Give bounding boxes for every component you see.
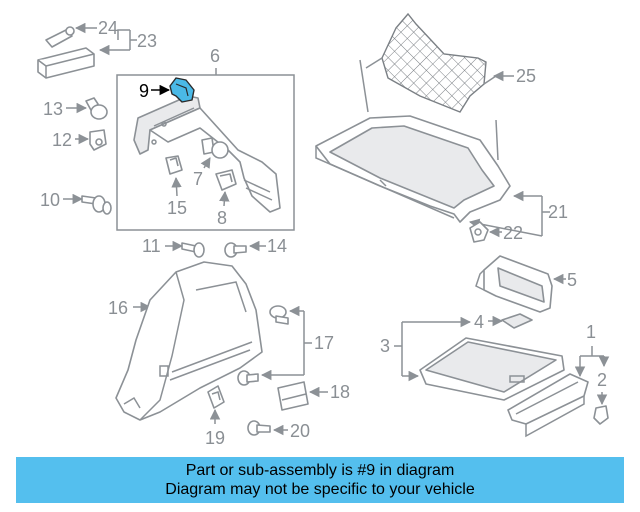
callout-25: 25 — [516, 66, 536, 86]
parts-diagram: 24 23 13 12 10 6 9 — [37, 12, 610, 448]
callout-4: 4 — [474, 312, 484, 332]
part-3-floor-board[interactable] — [419, 337, 565, 401]
part-14-screw[interactable] — [224, 242, 247, 258]
callout-8: 8 — [217, 208, 227, 228]
part-2-clip[interactable] — [593, 405, 609, 425]
callout-9: 9 — [139, 81, 149, 101]
callout-6: 6 — [210, 46, 220, 66]
part-17-clip-a[interactable] — [269, 305, 289, 325]
part-5-tray[interactable] — [475, 255, 553, 313]
part-13-clip[interactable] — [85, 97, 108, 120]
part-19-cover[interactable] — [207, 385, 225, 409]
part-1-sill-plate[interactable] — [507, 373, 589, 438]
callout-7: 7 — [193, 169, 203, 189]
callout-13: 13 — [43, 99, 63, 119]
banner-line-1: Part or sub-assembly is #9 in diagram — [185, 462, 455, 479]
info-banner: Part or sub-assembly is #9 in diagram Di… — [16, 457, 624, 503]
callout-19: 19 — [205, 428, 225, 448]
part-7-clip[interactable] — [201, 137, 229, 159]
part-25-cargo-net[interactable] — [359, 12, 499, 161]
part-4-pad[interactable] — [501, 313, 533, 329]
callout-24: 24 — [98, 18, 118, 38]
callout-20: 20 — [290, 421, 310, 441]
banner-line-2: Diagram may not be specific to your vehi… — [165, 481, 475, 498]
callout-1: 1 — [586, 322, 596, 342]
part-9-bracket[interactable] — [169, 77, 195, 103]
part-23-lamp[interactable] — [37, 47, 95, 79]
part-16-quarter-trim[interactable] — [115, 261, 263, 421]
callout-22: 22 — [503, 223, 523, 243]
callout-14: 14 — [267, 236, 287, 256]
part-24-bulb[interactable] — [45, 26, 75, 48]
callout-23: 23 — [137, 31, 157, 51]
callout-17: 17 — [314, 333, 334, 353]
callout-16: 16 — [108, 298, 128, 318]
callout-21: 21 — [548, 202, 568, 222]
part-20-screw[interactable] — [247, 420, 271, 436]
callout-10: 10 — [40, 190, 60, 210]
callout-15: 15 — [167, 198, 187, 218]
callout-11: 11 — [142, 236, 161, 256]
callout-3: 3 — [380, 336, 390, 356]
callout-2: 2 — [597, 370, 607, 390]
part-15-clip[interactable] — [165, 155, 183, 175]
part-11-screw[interactable] — [181, 242, 205, 258]
part-17-clip-b[interactable] — [237, 370, 259, 386]
part-8-clip[interactable] — [215, 169, 237, 191]
callout-12: 12 — [52, 130, 72, 150]
callout-18: 18 — [330, 382, 350, 402]
part-21-cargo-cover[interactable] — [315, 115, 511, 223]
callout-5: 5 — [567, 270, 577, 290]
part-10-bolt[interactable] — [81, 195, 112, 215]
part-12-clip[interactable] — [89, 129, 107, 151]
part-22-clip[interactable] — [469, 221, 489, 243]
part-18-plate[interactable] — [277, 381, 309, 411]
assembly-6-box — [116, 74, 295, 231]
